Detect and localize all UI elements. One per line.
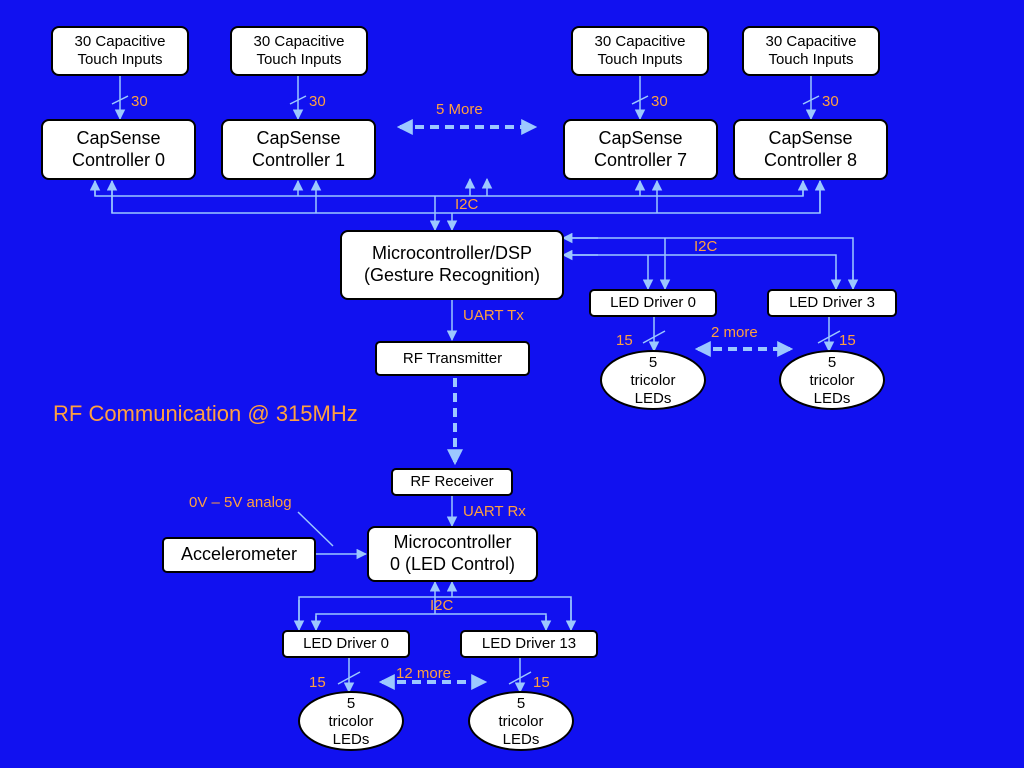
tricolor-leds: 5 tricolor LEDs xyxy=(779,350,885,410)
accelerometer-box: Accelerometer xyxy=(162,537,316,573)
uart-rx-label: UART Rx xyxy=(463,503,526,520)
bus-width-label: 30 xyxy=(651,93,668,110)
rf-transmitter-box: RF Transmitter xyxy=(375,341,530,376)
led-count-label: 15 xyxy=(616,332,633,349)
bus-width-label: 30 xyxy=(822,93,839,110)
analog-signal-label: 0V – 5V analog xyxy=(189,494,292,511)
led-driver-box: LED Driver 0 xyxy=(282,630,410,658)
led-driver-box: LED Driver 13 xyxy=(460,630,598,658)
tricolor-leds: 5 tricolor LEDs xyxy=(298,691,404,751)
led-driver-box: LED Driver 0 xyxy=(589,289,717,317)
uart-tx-label: UART Tx xyxy=(463,307,524,324)
bus-width-label: 30 xyxy=(309,93,326,110)
more-drivers-label: 12 more xyxy=(396,665,452,682)
i2c-label: I2C xyxy=(694,238,718,255)
i2c-label: I2C xyxy=(455,196,479,213)
bus-width-label: 30 xyxy=(131,93,148,110)
rf-communication-label: RF Communication @ 315MHz xyxy=(53,401,358,426)
touch-inputs-box: 30 Capacitive Touch Inputs xyxy=(742,26,880,76)
mcu-led-control-box: Microcontroller 0 (LED Control) xyxy=(367,526,538,582)
rf-receiver-box: RF Receiver xyxy=(391,468,513,496)
touch-inputs-box: 30 Capacitive Touch Inputs xyxy=(51,26,189,76)
tricolor-leds: 5 tricolor LEDs xyxy=(600,350,706,410)
led-driver-box: LED Driver 3 xyxy=(767,289,897,317)
capsense-controller-box: CapSense Controller 7 xyxy=(563,119,718,180)
more-drivers-label: 2 more xyxy=(711,324,758,341)
mcu-dsp-box: Microcontroller/DSP (Gesture Recognition… xyxy=(340,230,564,300)
touch-inputs-box: 30 Capacitive Touch Inputs xyxy=(571,26,709,76)
capsense-controller-box: CapSense Controller 0 xyxy=(41,119,196,180)
led-count-label: 15 xyxy=(533,674,550,691)
led-count-label: 15 xyxy=(309,674,326,691)
capsense-controller-box: CapSense Controller 8 xyxy=(733,119,888,180)
tricolor-leds: 5 tricolor LEDs xyxy=(468,691,574,751)
more-controllers-label: 5 More xyxy=(436,101,483,118)
led-count-label: 15 xyxy=(839,332,856,349)
capsense-controller-box: CapSense Controller 1 xyxy=(221,119,376,180)
i2c-label: I2C xyxy=(430,597,454,614)
touch-inputs-box: 30 Capacitive Touch Inputs xyxy=(230,26,368,76)
